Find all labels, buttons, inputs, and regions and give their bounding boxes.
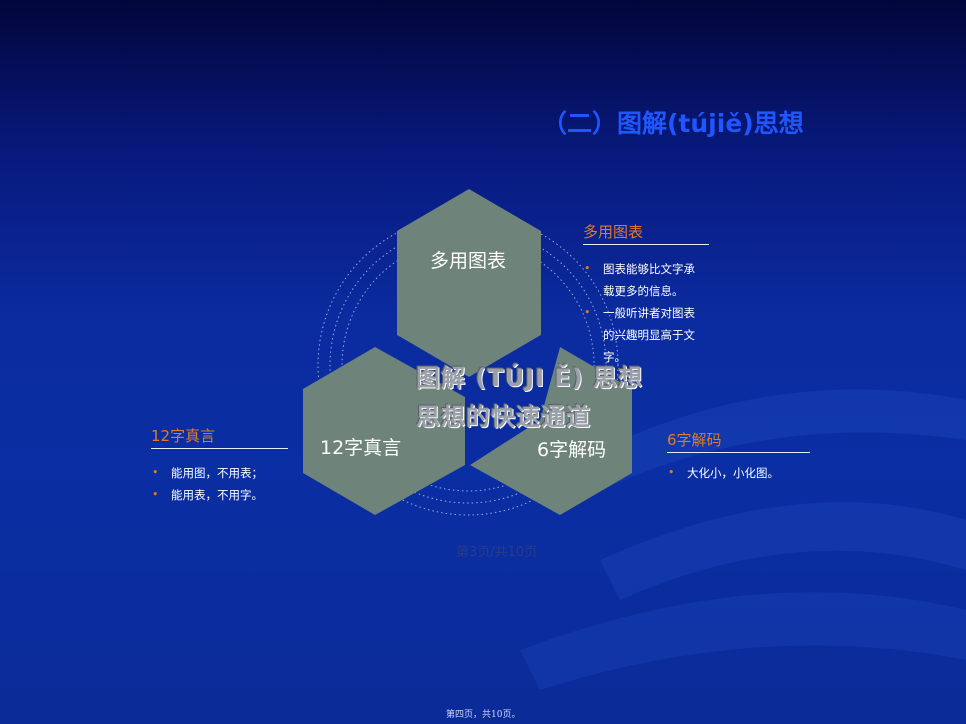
list-item: 的兴趣明显高于文 — [603, 328, 695, 342]
bg-swoosh-3 — [520, 592, 966, 690]
bullet-dot-icon: • — [584, 306, 591, 319]
bullet-dot-icon: • — [152, 466, 159, 479]
section-bullets-6-words: •大化小，小化图。 — [668, 462, 818, 484]
page-indicator: 第3页/共10页 — [456, 545, 538, 560]
slide-title: （二）图解(tújiě)思想 — [542, 109, 804, 138]
hexagon-left — [303, 347, 465, 515]
section-heading-charts: 多用图表 — [583, 221, 709, 245]
bg-swoosh-2 — [600, 502, 966, 600]
section-heading-12-words: 12字真言 — [151, 425, 288, 449]
section-bullets-12-words: •能用图，不用表； •能用表，不用字。 — [152, 462, 302, 506]
list-item: •大化小，小化图。 — [668, 462, 818, 484]
section-bullets-charts: •图表能够比文字承 载更多的信息。 •一般听讲者对图表 的兴趣明显高于文 字。 — [584, 258, 714, 368]
hexagon-top-label: 多用图表 — [430, 250, 507, 272]
hexagon-right-label: 6字解码 — [537, 439, 607, 461]
center-title-line2: 思想的快速通道 — [416, 403, 591, 431]
list-item: •能用图，不用表； — [152, 462, 302, 484]
bullet-dot-icon: • — [668, 466, 675, 479]
list-item: 载更多的信息。 — [603, 284, 684, 298]
list-item: •图表能够比文字承 — [584, 258, 714, 280]
footer-text: 第四页，共10页。 — [446, 710, 521, 720]
bg-swoosh-1 — [560, 389, 966, 500]
bullet-dot-icon: • — [584, 262, 591, 275]
list-item: •一般听讲者对图表 — [584, 302, 714, 324]
center-title-line1: 图解 (TÚJI Ě) 思想 — [416, 364, 644, 392]
bullet-dot-icon: • — [152, 488, 159, 501]
list-item: •能用表，不用字。 — [152, 484, 302, 506]
hexagon-left-label: 12字真言 — [320, 437, 402, 459]
list-item: 字。 — [603, 350, 626, 364]
hexagon-right — [470, 347, 632, 515]
center-triangle — [397, 335, 560, 465]
section-heading-6-words: 6字解码 — [667, 429, 810, 453]
hexagon-top — [397, 189, 541, 377]
